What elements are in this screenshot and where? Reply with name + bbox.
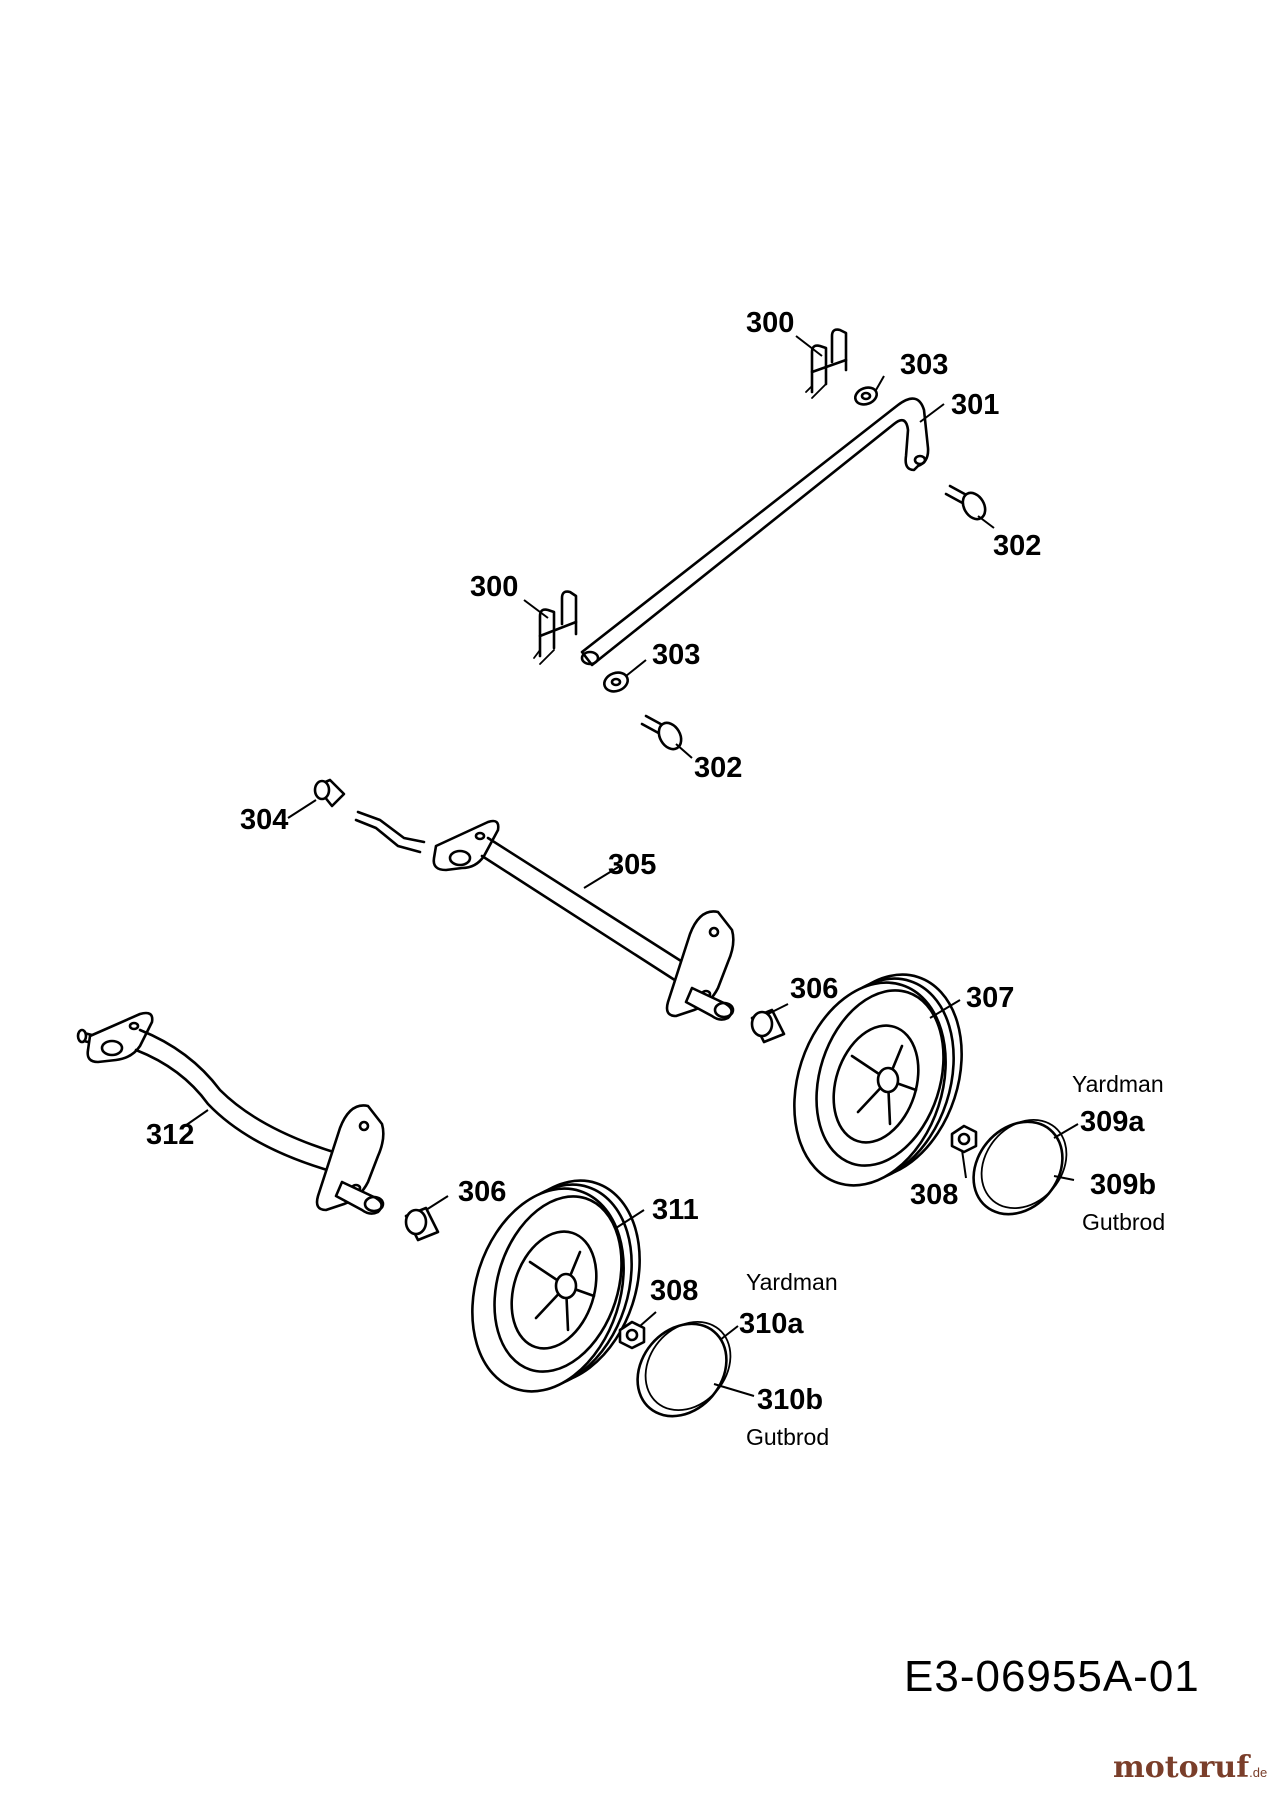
label-312: 312	[146, 1119, 194, 1151]
drawing-code: E3-06955A-01	[904, 1652, 1200, 1701]
pin-part-302-middle	[640, 714, 683, 751]
wheel-part-311	[471, 1179, 641, 1393]
label-302-top: 302	[993, 530, 1041, 562]
label-305: 305	[608, 849, 656, 881]
label-303-top: 303	[900, 349, 948, 381]
axle-part-305	[354, 810, 735, 1021]
label-307: 307	[966, 982, 1014, 1014]
brand-yardman-upper: Yardman	[1072, 1071, 1164, 1097]
watermark-suffix: .de	[1249, 1765, 1268, 1780]
label-301: 301	[951, 389, 999, 421]
label-308-lower: 308	[650, 1275, 698, 1307]
wheel-part-307	[793, 973, 963, 1187]
label-310a: 310a	[739, 1308, 804, 1340]
label-311: 311	[652, 1194, 699, 1226]
washer-part-303-middle	[603, 671, 629, 693]
label-310b: 310b	[757, 1384, 823, 1416]
rod-part-301	[580, 397, 930, 667]
watermark-logo: motoruf.de	[1113, 1750, 1267, 1785]
hubcap-part-310	[636, 1320, 732, 1418]
label-308-upper: 308	[910, 1179, 958, 1211]
cap-part-304	[313, 778, 346, 808]
label-303-middle: 303	[652, 639, 700, 671]
axle-part-312	[76, 1011, 385, 1215]
clip-part-300-middle	[533, 590, 578, 665]
brand-gutbrod-lower: Gutbrod	[746, 1424, 829, 1450]
hubcap-part-309	[972, 1118, 1068, 1216]
clip-part-300-top	[805, 328, 848, 399]
watermark-name-a: motoru	[1113, 1750, 1237, 1785]
label-300-top: 300	[746, 307, 794, 339]
bushing-part-306-lower	[404, 1206, 440, 1242]
label-306-upper: 306	[790, 973, 838, 1005]
washer-part-303-top	[854, 386, 878, 406]
brand-yardman-lower: Yardman	[746, 1269, 838, 1295]
label-309b: 309b	[1090, 1169, 1156, 1201]
brand-gutbrod-upper: Gutbrod	[1082, 1209, 1165, 1235]
leader-lines	[181, 335, 1079, 1397]
nut-part-308-lower	[618, 1320, 646, 1350]
bushing-part-306-upper	[750, 1008, 786, 1044]
label-306-lower: 306	[458, 1176, 506, 1208]
nut-part-308-upper	[950, 1124, 978, 1154]
label-304: 304	[240, 804, 288, 836]
pin-part-302-top	[944, 484, 987, 521]
label-302-middle: 302	[694, 752, 742, 784]
label-300-middle: 300	[470, 571, 518, 603]
label-309a: 309a	[1080, 1106, 1145, 1138]
watermark-name-b: f	[1236, 1750, 1250, 1785]
